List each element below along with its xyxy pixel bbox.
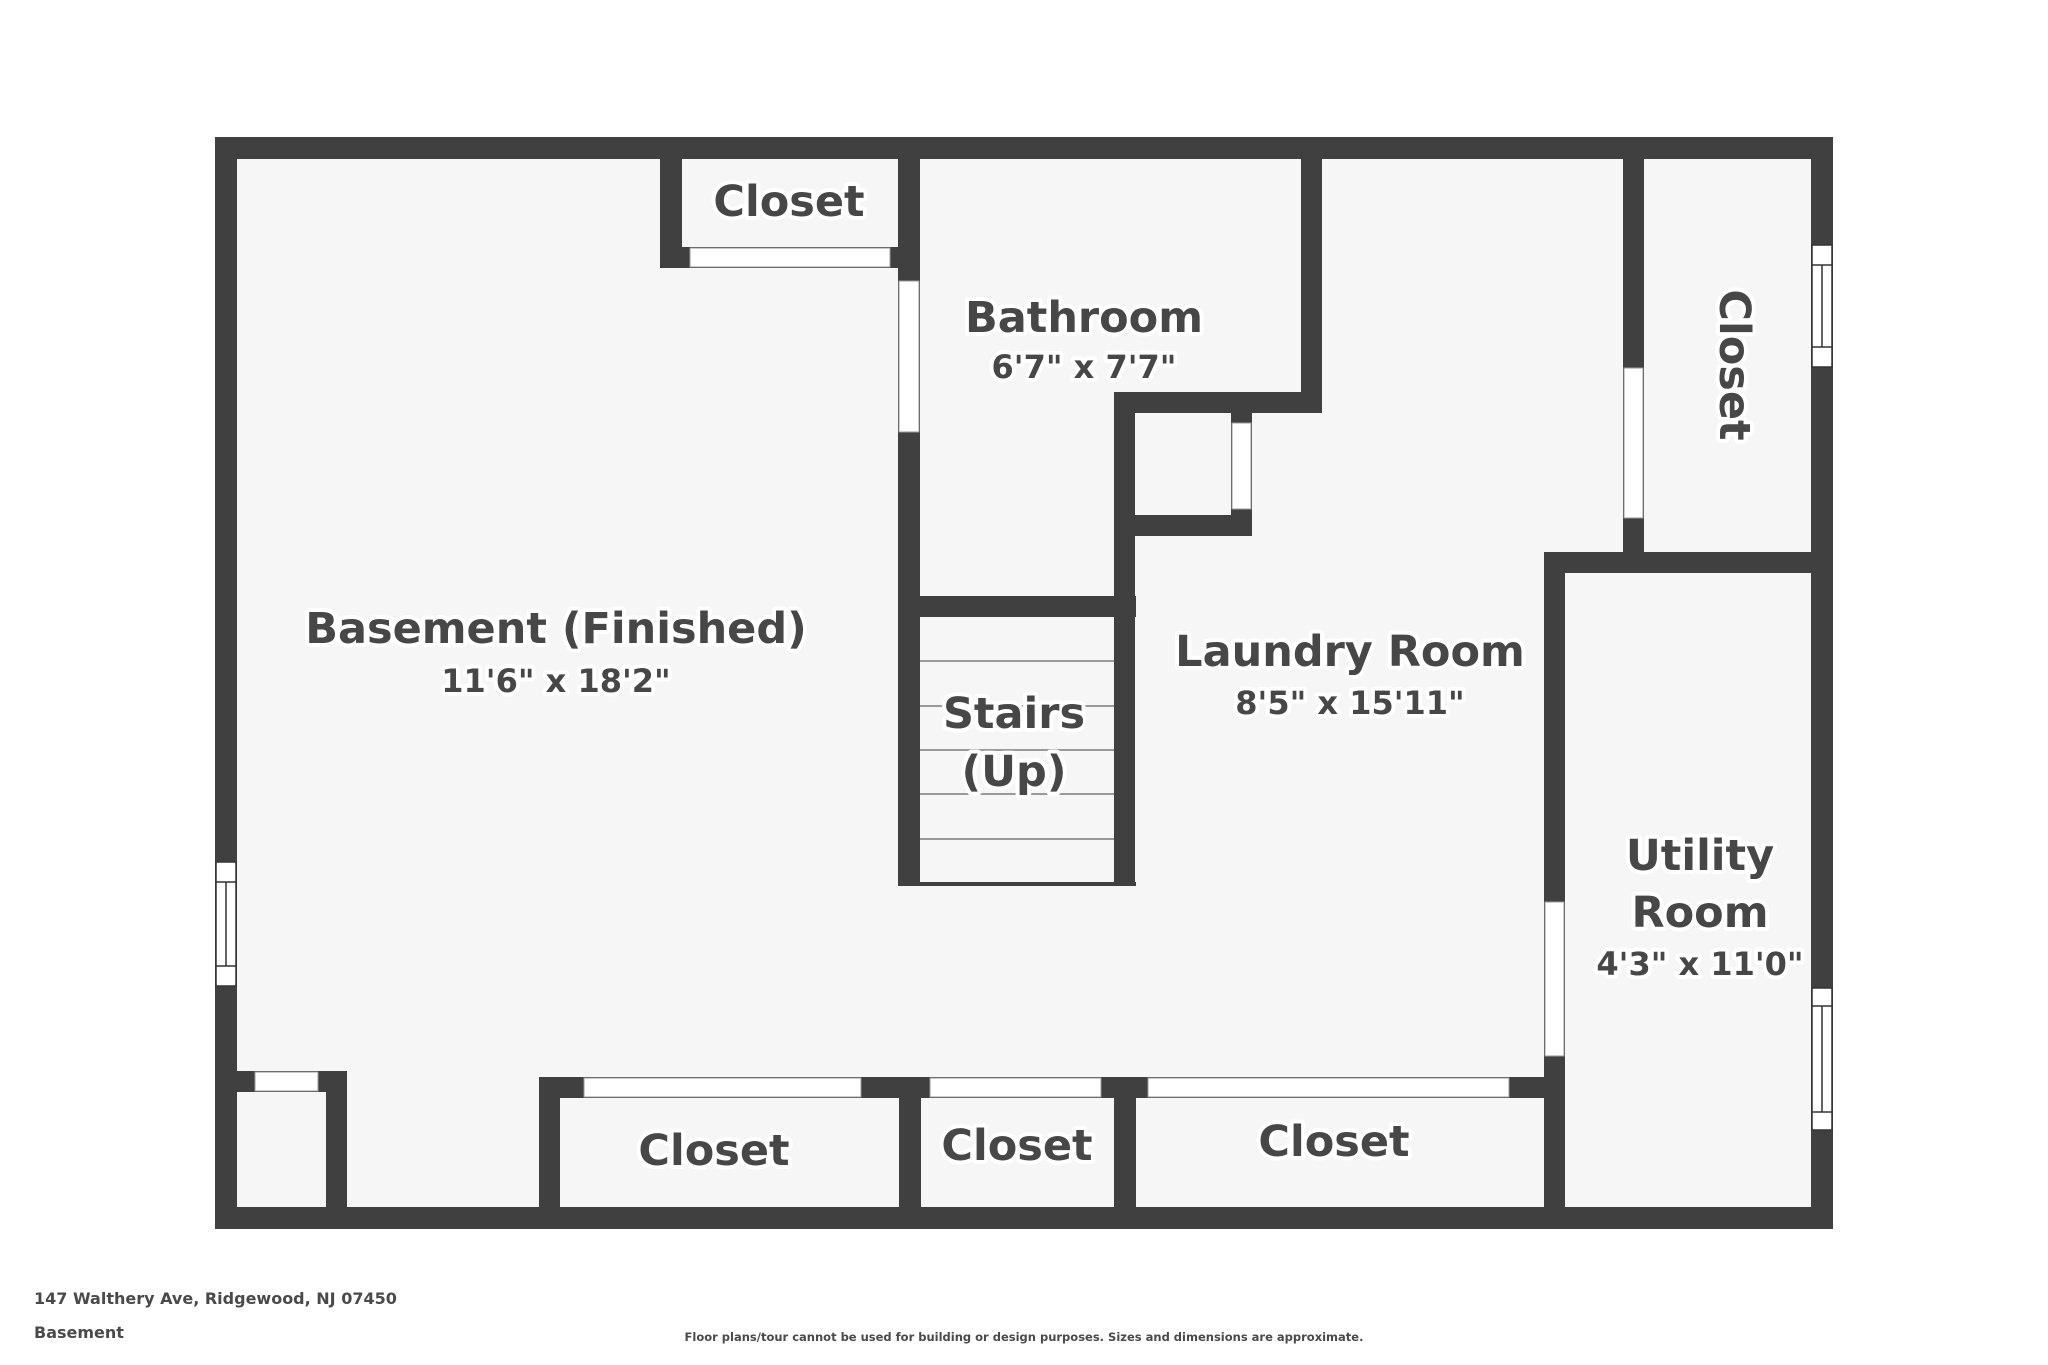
bottom-left-closet-door[interactable] [254,1071,319,1092]
room-label-bathroom: Bathroom [965,293,1203,343]
bathroom-door[interactable] [898,280,920,433]
nook-door[interactable] [1231,422,1252,510]
room-label-closet-right: Closet [1709,289,1759,440]
stairs-bottom-edge [898,882,1136,886]
room-label-basement: Basement (Finished) [305,604,807,654]
stairs-top-wall [898,596,1136,617]
room-label-utility: Utility [1626,831,1774,881]
utility-left-wall [1544,552,1565,1229]
utility-top-wall [1544,552,1833,573]
room-label-closet-bottom-1: Closet [638,1126,789,1176]
stair-treads [920,660,1114,840]
bathroom-left-wall [898,137,920,886]
floor-level-label: Basement [34,1323,124,1342]
room-label-stairs: Stairs [943,689,1085,739]
top-closet-door[interactable] [689,247,891,268]
room-dims-bathroom: 6'7" x 7'7" [992,348,1177,386]
room-label-closet-bottom-2: Closet [941,1121,1092,1171]
window-right-top [1811,244,1833,368]
room-label-closet-top: Closet [713,177,864,227]
property-address: 147 Walthery Ave, Ridgewood, NJ 07450 [34,1289,397,1308]
room-label-stairs-up: (Up) [961,747,1066,797]
window-right-bottom [1811,987,1833,1131]
window-left [215,861,237,987]
room-label-closet-bottom-3: Closet [1258,1117,1409,1167]
right-closet-door[interactable] [1623,367,1644,519]
disclaimer-text: Floor plans/tour cannot be used for buil… [684,1330,1364,1344]
room-dims-basement: 11'6" x 18'2" [441,662,670,700]
bottom-closet-2-door[interactable] [929,1077,1102,1098]
bottom-closet-3-door[interactable] [1147,1077,1510,1098]
room-label-utility-room: Room [1632,888,1769,938]
bottom-closet-1-door[interactable] [583,1077,862,1098]
outer-walls [215,137,1833,1229]
room-label-laundry: Laundry Room [1175,627,1525,677]
room-dims-utility: 4'3" x 11'0" [1596,945,1803,983]
room-dims-laundry: 8'5" x 15'11" [1235,684,1464,722]
utility-door[interactable] [1544,901,1565,1057]
